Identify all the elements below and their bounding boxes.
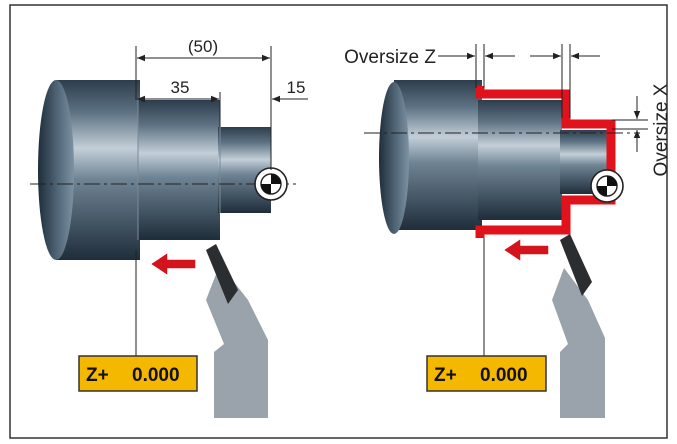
- right-readout-value: 0.000: [480, 365, 528, 386]
- oversize-contour: [475, 86, 616, 238]
- oversize-z-label: Oversize Z: [344, 47, 436, 68]
- right-readout-box: [426, 355, 547, 392]
- left-readout-value: 0.000: [132, 365, 180, 386]
- left-view: (50) 35 15 Z+ 0.000: [30, 37, 308, 418]
- dim-label-15: 15: [287, 78, 306, 97]
- left-dimensions: (50) 35 15: [135, 37, 308, 170]
- dim-label-35: 35: [171, 78, 190, 97]
- left-tool-body: [206, 264, 268, 418]
- oversize-x-dimension: Oversize X: [612, 83, 672, 176]
- left-tool-tip: [206, 244, 238, 304]
- right-tool-tip: [560, 234, 592, 296]
- left-readout-axis: Z+: [86, 365, 109, 386]
- oversize-z-dimension: Oversize Z: [344, 44, 600, 118]
- left-feed-arrow-icon: [148, 250, 197, 278]
- zero-point-symbol-icon: [590, 169, 624, 203]
- right-workpiece: [379, 80, 608, 234]
- oversize-x-label: Oversize X: [651, 83, 672, 176]
- right-shaft-end: [379, 82, 409, 234]
- right-feed-arrow-icon: [501, 236, 550, 264]
- left-readout: Z+ 0.000: [78, 355, 198, 392]
- left-cutting-tool: [206, 244, 268, 418]
- right-cutting-tool: [552, 234, 605, 418]
- left-readout-box: [78, 355, 198, 392]
- right-tool-body: [552, 268, 605, 418]
- right-view: Oversize Z Oversize X Z+ 0.000: [344, 44, 672, 418]
- left-workpiece: [38, 80, 271, 260]
- zero-point-symbol-icon: [254, 167, 288, 201]
- left-step-35: [138, 100, 220, 240]
- right-readout: Z+ 0.000: [426, 355, 547, 392]
- right-step-1: [478, 100, 562, 220]
- right-readout-axis: Z+: [434, 365, 457, 386]
- dim-label-50: (50): [188, 37, 218, 56]
- left-shaft-end: [38, 80, 74, 260]
